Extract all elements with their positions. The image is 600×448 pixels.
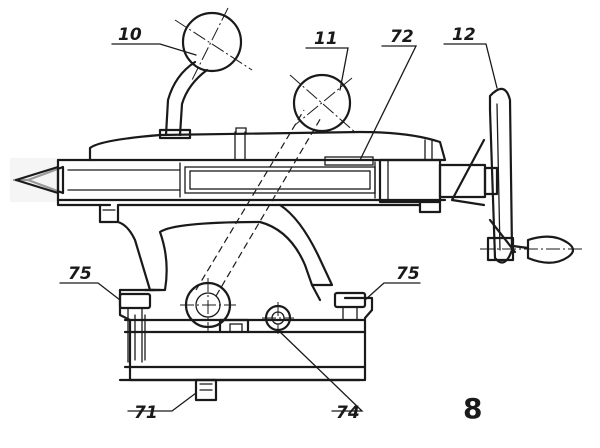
crank-handle	[480, 235, 582, 264]
callout-10: 10	[118, 25, 142, 45]
base-block	[118, 288, 374, 382]
callout-74: 74	[336, 403, 360, 423]
callout-12: 12	[452, 25, 476, 45]
leader-lines	[59, 43, 498, 412]
bolt-left-75	[118, 292, 152, 363]
screw-72	[184, 156, 376, 199]
lever-11	[195, 73, 357, 297]
callout-71: 71	[134, 403, 158, 423]
handwheel-12	[450, 87, 517, 264]
callout-75-left: 75	[68, 264, 92, 284]
plug-74	[262, 302, 294, 334]
housing-top	[88, 127, 447, 162]
callout-11: 11	[314, 29, 338, 49]
callout-75-right: 75	[396, 264, 420, 284]
callout-72: 72	[390, 27, 414, 47]
figure-number: 8	[463, 392, 482, 425]
lever-pivot	[180, 278, 236, 332]
rear-bearing	[378, 158, 499, 214]
center-point	[10, 158, 65, 202]
bolt-71	[194, 378, 218, 402]
quill-body	[56, 158, 447, 202]
clamp-lever-10	[158, 7, 253, 140]
support-bracket	[116, 203, 334, 302]
